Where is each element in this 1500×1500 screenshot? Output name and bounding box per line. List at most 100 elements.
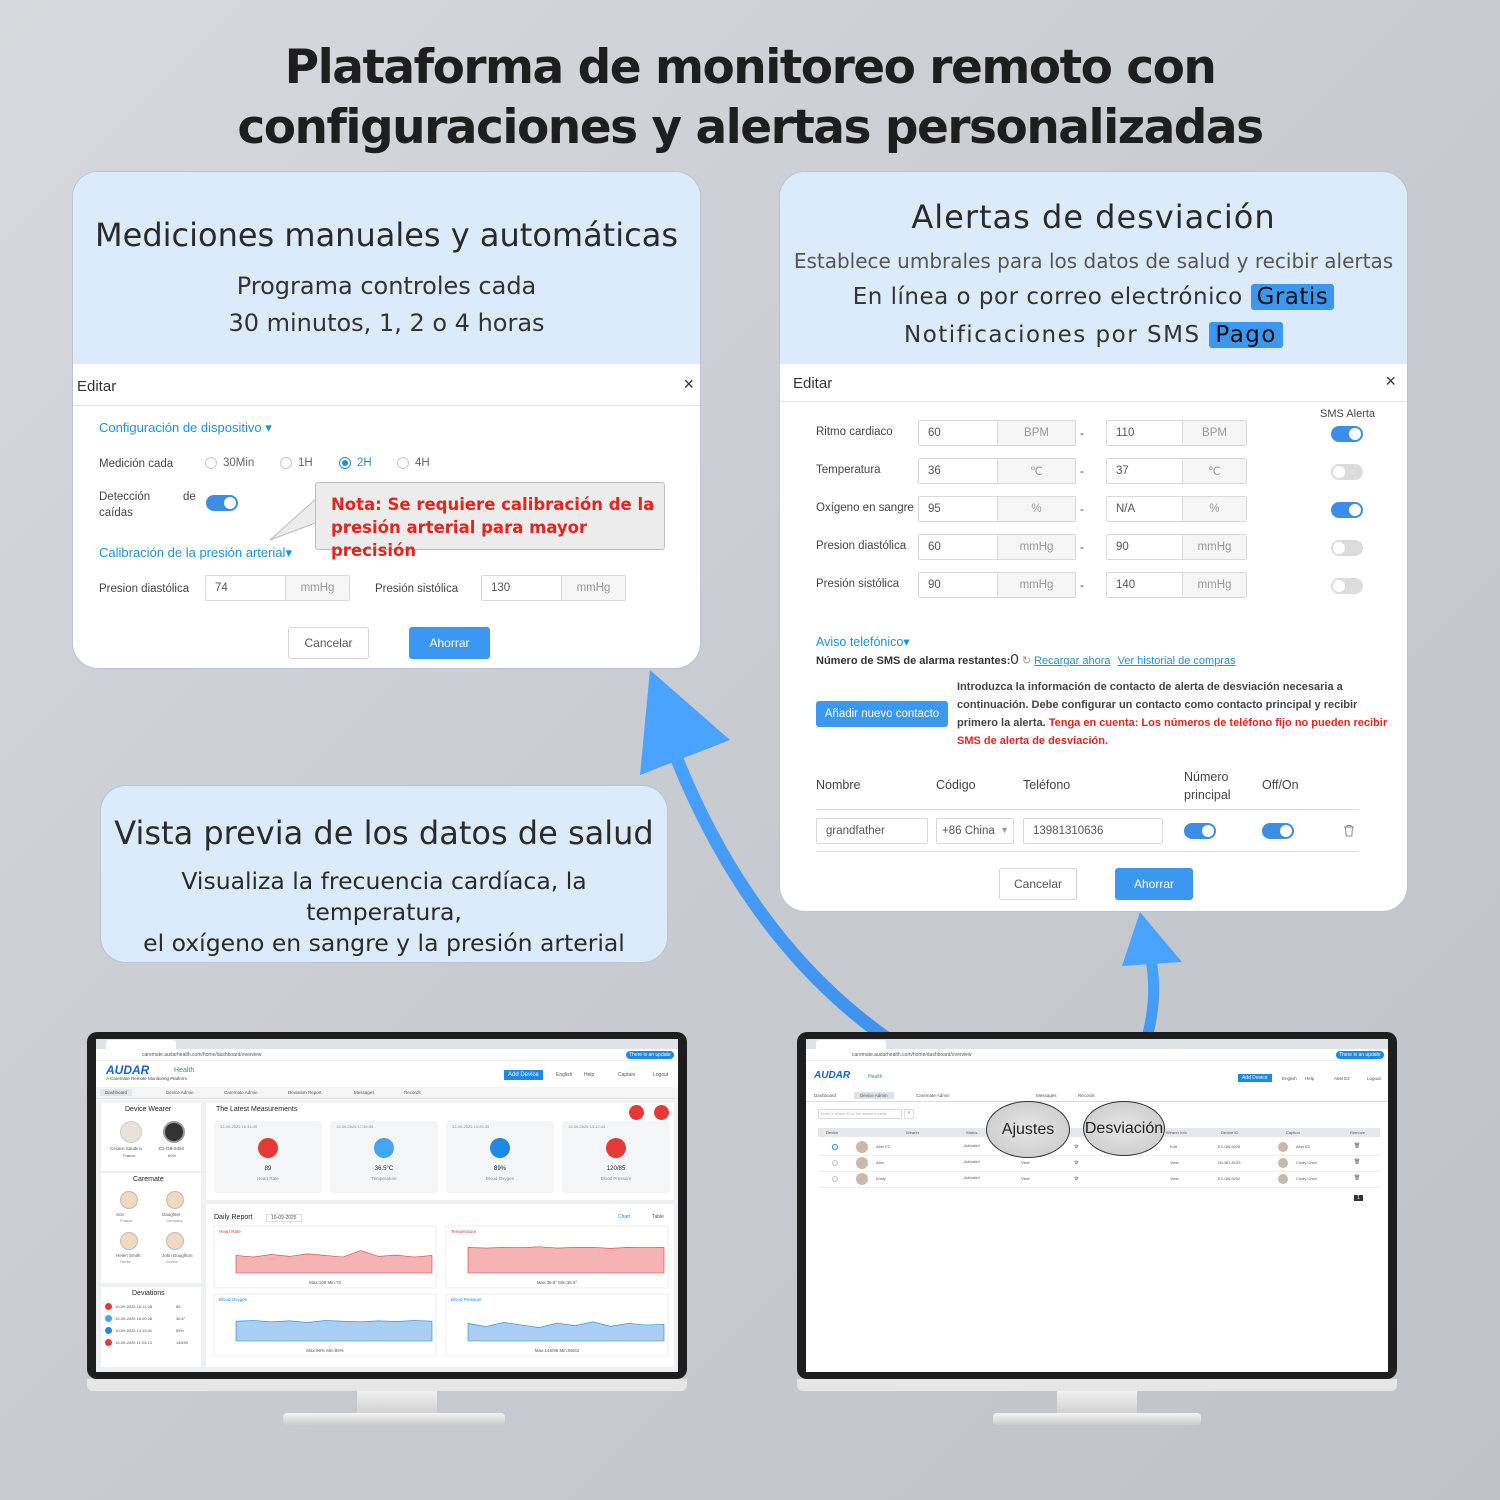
close-icon[interactable]: × xyxy=(683,374,694,394)
nav-logout[interactable]: Logout xyxy=(1367,1076,1381,1081)
gear-icon[interactable]: ⚙ xyxy=(1074,1176,1079,1182)
tab-caremate-admin[interactable]: Caremate Admin xyxy=(224,1090,258,1095)
trash-icon[interactable]: 🗑 xyxy=(1354,1143,1361,1149)
caremate-role: Nurse xyxy=(120,1259,131,1264)
row-radio[interactable] xyxy=(832,1144,838,1150)
cancel-button[interactable]: Cancelar xyxy=(288,627,369,659)
sms-alert-toggle[interactable] xyxy=(1331,540,1363,556)
sms-alert-toggle[interactable] xyxy=(1331,502,1363,518)
update-pill[interactable]: There is an update xyxy=(626,1051,674,1059)
tab-device-admin[interactable]: Device Admin xyxy=(854,1092,894,1099)
row-info-link[interactable]: View xyxy=(1170,1160,1179,1165)
wearer-name: Cesare Saudino xyxy=(110,1146,143,1151)
reload-link[interactable]: Recargar ahora xyxy=(1034,655,1111,667)
row-radio[interactable] xyxy=(832,1176,838,1182)
measurement-icon xyxy=(606,1138,626,1158)
threshold-min-input[interactable]: 95% xyxy=(918,496,1076,522)
radio-30min[interactable]: 30Min xyxy=(205,457,254,469)
deviation-bubble: Desviación xyxy=(1083,1101,1165,1156)
radio-1h[interactable]: 1H xyxy=(280,457,313,469)
contact-name-input[interactable]: grandfather xyxy=(816,818,928,844)
sos-icon xyxy=(629,1105,644,1120)
cancel-button[interactable]: Cancelar xyxy=(999,868,1077,900)
table-tab[interactable]: Table xyxy=(652,1214,664,1220)
nav-logout[interactable]: Logout xyxy=(653,1072,669,1078)
sms-alert-toggle[interactable] xyxy=(1331,578,1363,594)
sms-alert-toggle[interactable] xyxy=(1331,426,1363,442)
preview-line1: Visualiza la frecuencia cardíaca, la tem… xyxy=(181,867,587,926)
main-contact-toggle[interactable] xyxy=(1184,823,1216,839)
row-view-link[interactable]: View xyxy=(1021,1176,1030,1181)
tab-dashboard[interactable]: Dashboard xyxy=(100,1089,133,1096)
update-pill[interactable]: There is an update xyxy=(1336,1051,1384,1059)
refresh-icon[interactable]: ↻ xyxy=(1021,655,1032,667)
nav-help[interactable]: Help xyxy=(584,1072,595,1078)
tab-device-admin[interactable]: Device Admin xyxy=(166,1090,194,1095)
avatar xyxy=(120,1121,142,1143)
preview-line2: el oxígeno en sangre y la presión arteri… xyxy=(143,929,625,957)
trash-icon[interactable]: 🗑 xyxy=(1354,1159,1361,1165)
search-icon[interactable]: ⌕ xyxy=(904,1109,914,1119)
daily-date-picker[interactable]: 10-09-2025 xyxy=(266,1214,302,1222)
trash-icon[interactable] xyxy=(1343,822,1355,841)
radio-2h[interactable]: 2H xyxy=(339,457,372,469)
nav-english[interactable]: English xyxy=(1282,1076,1297,1081)
nav-user[interactable]: Abel E2 xyxy=(1334,1076,1350,1081)
nav-english[interactable]: English xyxy=(556,1072,573,1078)
device-search-input[interactable]: Enter a device ID or the wearer's name xyxy=(818,1109,902,1119)
chart-tab[interactable]: Chart xyxy=(618,1214,631,1220)
pagination-page[interactable]: 1 xyxy=(1354,1195,1363,1201)
radio-4h[interactable]: 4H xyxy=(397,457,430,469)
phone-input[interactable]: 13981310636 xyxy=(1023,818,1163,844)
deviation-date: 10-09-2025 11:24:13 xyxy=(115,1340,152,1345)
tab-caremate-admin[interactable]: Caremate Admin xyxy=(916,1093,950,1098)
row-radio[interactable] xyxy=(832,1160,838,1166)
device-config-toggle[interactable]: Configuración de dispositivo ▾ xyxy=(99,420,272,435)
fall-detection-toggle[interactable] xyxy=(206,495,238,511)
deviation-sub1: Establece umbrales para los datos de sal… xyxy=(793,249,1394,273)
save-button[interactable]: Ahorrar xyxy=(409,627,490,659)
gear-icon[interactable]: ⚙ xyxy=(1074,1144,1079,1150)
contact-onoff-toggle[interactable] xyxy=(1262,823,1294,839)
threshold-max-input[interactable]: 37℃ xyxy=(1106,458,1247,484)
add-device-button[interactable]: Add Device xyxy=(1238,1074,1272,1082)
add-contact-button[interactable]: Añadir nuevo contacto xyxy=(816,701,948,727)
tab-messages[interactable]: Messages xyxy=(1036,1093,1057,1098)
table-header-cell: Wearer xyxy=(906,1130,920,1135)
threshold-max-input[interactable]: N/A% xyxy=(1106,496,1247,522)
bp-calibration-toggle[interactable]: Calibración de la presión arterial▾ xyxy=(99,545,292,560)
close-icon[interactable]: × xyxy=(1385,371,1396,391)
threshold-min-input[interactable]: 36℃ xyxy=(918,458,1076,484)
phone-notice-toggle[interactable]: Aviso telefónico▾ xyxy=(816,635,910,649)
nav-help[interactable]: Help xyxy=(1305,1076,1315,1081)
add-device-button[interactable]: Add Device xyxy=(504,1070,543,1080)
tab-records[interactable]: Records xyxy=(404,1090,421,1095)
trash-icon[interactable]: 🗑 xyxy=(1354,1175,1361,1181)
tab-records[interactable]: Records xyxy=(1078,1093,1095,1098)
table-divider xyxy=(816,809,1359,810)
history-link[interactable]: Ver historial de compras xyxy=(1117,655,1236,667)
tab-deviation-report[interactable]: Deviation Report xyxy=(288,1090,322,1095)
nav-captain[interactable]: Captain xyxy=(618,1072,636,1078)
left-monitor: caremate.audarhealth.com/home/dashboard/… xyxy=(87,1032,687,1391)
sms-alert-toggle[interactable] xyxy=(1331,464,1363,480)
row-info-link[interactable]: View xyxy=(1170,1176,1179,1181)
threshold-label: Presion diastólica xyxy=(816,540,907,552)
country-code-select[interactable]: +86 China▼ xyxy=(936,818,1014,844)
radio-icon xyxy=(205,457,217,469)
tab-messages[interactable]: Messages xyxy=(354,1090,375,1095)
col-onoff: Off/On xyxy=(1262,778,1299,792)
row-info-link[interactable]: Edit xyxy=(1170,1144,1177,1149)
tab-dashboard[interactable]: Dashboard xyxy=(814,1093,837,1098)
gear-icon[interactable]: ⚙ xyxy=(1074,1160,1079,1166)
row-view-link[interactable]: View xyxy=(1021,1160,1030,1165)
save-button[interactable]: Ahorrar xyxy=(1115,868,1193,900)
